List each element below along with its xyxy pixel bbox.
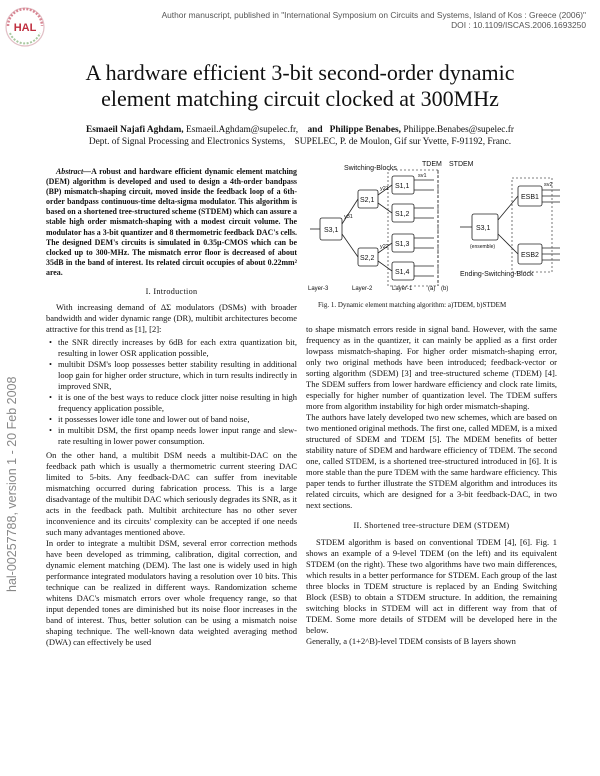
intro-paragraph-3: In order to integrate a multibit DSM, se… — [46, 538, 297, 648]
list-item: it possesses lower idle tone and lower o… — [49, 414, 297, 425]
label-ending-block: Ending-Switching-Block — [460, 271, 534, 278]
text-s31: S3,1 — [324, 227, 339, 234]
text-s12: S1,2 — [395, 211, 410, 218]
label-layer-1: Layer-1 — [392, 286, 413, 292]
signal-y21: y21 — [380, 186, 389, 192]
author-block: Esmaeil Najafi Aghdam, Esmaeil.Aghdam@su… — [20, 124, 580, 148]
figure-1-caption: Fig. 1. Dynamic element matching algorit… — [318, 301, 507, 309]
label-sub-a: (a) — [428, 286, 435, 292]
title-line-2: element matching circuit clocked at 300M… — [101, 86, 499, 111]
label-sub-b: (b) — [441, 286, 448, 292]
text-s21: S2,1 — [360, 197, 375, 204]
text-esb2: ESB2 — [521, 252, 539, 259]
figure-1-diagram: Switching-Blocks TDEM STDEM S3,1 S2,1 S2… — [308, 161, 560, 292]
stdem-paragraph-1: STDEM algorithm is based on conventional… — [306, 537, 557, 635]
intro-paragraph-1: With increasing demand of ΔΣ modulators … — [46, 302, 297, 335]
author-and: and — [307, 125, 323, 135]
list-item: it is one of the best ways to reduce clo… — [49, 392, 297, 414]
text-stdem-note: (ensemble) — [470, 244, 495, 250]
author-1-email: Esmaeil.Aghdam@supelec.fr, — [185, 125, 299, 135]
intro-paragraph-4: to shape mismatch errors reside in signa… — [306, 324, 557, 411]
list-item: in multibit DSM, the first opamp needs l… — [49, 425, 297, 447]
header-line-1: Author manuscript, published in "Interna… — [161, 10, 586, 20]
title-line-1: A hardware efficient 3-bit second-order … — [85, 60, 515, 85]
paper-title: A hardware efficient 3-bit second-order … — [40, 60, 560, 112]
figure-1: Switching-Blocks TDEM STDEM S3,1 S2,1 S2… — [304, 158, 566, 309]
abstract: Abstract—A robust and hardware efficient… — [46, 167, 297, 278]
signal-stdem-sv1: sv2 — [544, 182, 553, 188]
author-2-email: Philippe.Benabes@supelec.fr — [403, 125, 515, 135]
stdem-paragraph-2: Generally, a (1+2^B)-level TDEM consists… — [306, 636, 516, 646]
hal-logo-text: HAL — [14, 22, 37, 34]
label-stdem: STDEM — [449, 161, 474, 168]
signal-y31: y31 — [344, 214, 353, 220]
abstract-label: Abstract— — [56, 167, 92, 176]
signal-y22: y22 — [380, 244, 389, 250]
section-2-heading: II. Shortened tree-structure DEM (STDEM) — [353, 521, 510, 530]
label-layer-2: Layer-2 — [352, 286, 373, 292]
hal-identifier: hal-00257788, version 1 - 20 Feb 2008 — [5, 376, 19, 592]
list-item: the SNR directly increases by 6dB for ea… — [49, 337, 297, 359]
text-s14: S1,4 — [395, 269, 410, 276]
affiliation: Dept. of Signal Processing and Electroni… — [88, 137, 512, 147]
hal-logo: HAL — [4, 6, 46, 48]
hal-logo-icon: HAL — [5, 7, 45, 47]
section-1-heading: I. Introduction — [145, 287, 198, 297]
text-s11: S1,1 — [395, 183, 410, 190]
right-column: to shape mismatch errors reside in signa… — [306, 324, 557, 647]
manuscript-header: Author manuscript, published in "Interna… — [100, 10, 586, 30]
text-s22: S2,2 — [360, 255, 375, 262]
signal-sv1: sv1 — [418, 173, 427, 179]
advantages-list: the SNR directly increases by 6dB for ea… — [46, 337, 297, 447]
label-tdem: TDEM — [422, 161, 442, 168]
list-item: multibit DSM's loop possesses better sta… — [49, 359, 297, 392]
text-stdem-s31: S3,1 — [476, 225, 491, 232]
header-doi: DOI : 10.1109/ISCAS.2006.1693250 — [451, 20, 586, 30]
author-2-name: Philippe Benabes, — [329, 125, 402, 135]
left-column: Abstract—A robust and hardware efficient… — [46, 167, 297, 648]
text-esb1: ESB1 — [521, 194, 539, 201]
label-switching-blocks: Switching-Blocks — [344, 165, 397, 172]
author-1-name: Esmaeil Najafi Aghdam, — [85, 125, 184, 135]
text-s13: S1,3 — [395, 241, 410, 248]
section-1-body: With increasing demand of ΔΣ modulators … — [46, 302, 297, 648]
abstract-text: A robust and hardware efficient dynamic … — [46, 167, 297, 277]
label-layer-3: Layer-3 — [308, 286, 329, 292]
intro-paragraph-2: On the other hand, a multibit DSM needs … — [46, 450, 297, 538]
intro-paragraph-5: The authors have lately developed two ne… — [306, 412, 557, 510]
